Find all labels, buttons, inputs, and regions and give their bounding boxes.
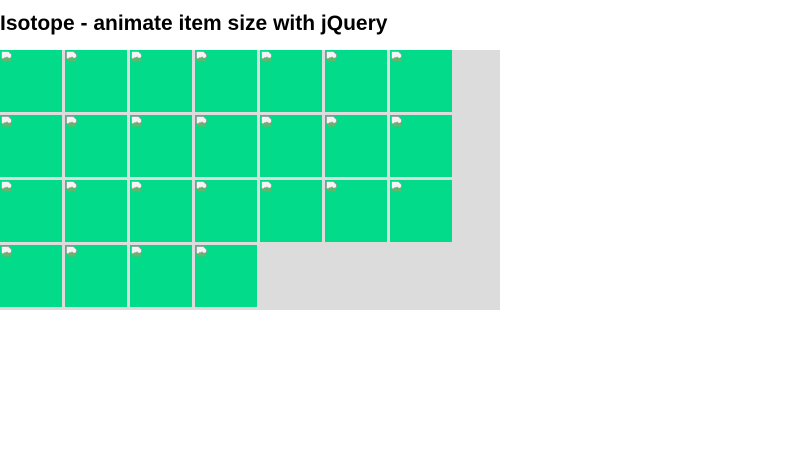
broken-image-icon	[391, 51, 402, 62]
broken-image-icon	[131, 181, 142, 192]
broken-image-icon	[1, 246, 12, 257]
broken-image-icon	[131, 246, 142, 257]
grid-item[interactable]	[195, 245, 257, 307]
grid-item[interactable]	[325, 115, 387, 177]
grid-item[interactable]	[260, 115, 322, 177]
grid-item[interactable]	[195, 115, 257, 177]
broken-image-icon	[391, 181, 402, 192]
grid-item[interactable]	[195, 180, 257, 242]
broken-image-icon	[66, 246, 77, 257]
grid-item[interactable]	[195, 50, 257, 112]
grid-item[interactable]	[130, 50, 192, 112]
grid-item[interactable]	[325, 180, 387, 242]
broken-image-icon	[326, 116, 337, 127]
broken-image-icon	[196, 51, 207, 62]
grid-item[interactable]	[65, 115, 127, 177]
broken-image-icon	[66, 116, 77, 127]
grid-item[interactable]	[0, 245, 62, 307]
broken-image-icon	[1, 181, 12, 192]
broken-image-icon	[1, 116, 12, 127]
broken-image-icon	[261, 51, 272, 62]
broken-image-icon	[196, 181, 207, 192]
grid-item[interactable]	[130, 245, 192, 307]
broken-image-icon	[1, 51, 12, 62]
grid-item[interactable]	[0, 180, 62, 242]
grid-item[interactable]	[0, 50, 62, 112]
broken-image-icon	[131, 51, 142, 62]
grid-item[interactable]	[390, 115, 452, 177]
broken-image-icon	[391, 116, 402, 127]
broken-image-icon	[131, 116, 142, 127]
broken-image-icon	[196, 246, 207, 257]
broken-image-icon	[261, 116, 272, 127]
broken-image-icon	[66, 181, 77, 192]
isotope-grid	[0, 50, 500, 310]
broken-image-icon	[196, 116, 207, 127]
broken-image-icon	[326, 181, 337, 192]
page-title: Isotope - animate item size with jQuery	[0, 12, 388, 35]
broken-image-icon	[261, 181, 272, 192]
grid-item[interactable]	[130, 115, 192, 177]
broken-image-icon	[66, 51, 77, 62]
grid-item[interactable]	[65, 180, 127, 242]
broken-image-icon	[326, 51, 337, 62]
grid-item[interactable]	[130, 180, 192, 242]
grid-item[interactable]	[260, 180, 322, 242]
grid-item[interactable]	[260, 50, 322, 112]
grid-item[interactable]	[390, 50, 452, 112]
grid-item[interactable]	[65, 245, 127, 307]
grid-item[interactable]	[65, 50, 127, 112]
grid-item[interactable]	[390, 180, 452, 242]
grid-item[interactable]	[325, 50, 387, 112]
grid-item[interactable]	[0, 115, 62, 177]
